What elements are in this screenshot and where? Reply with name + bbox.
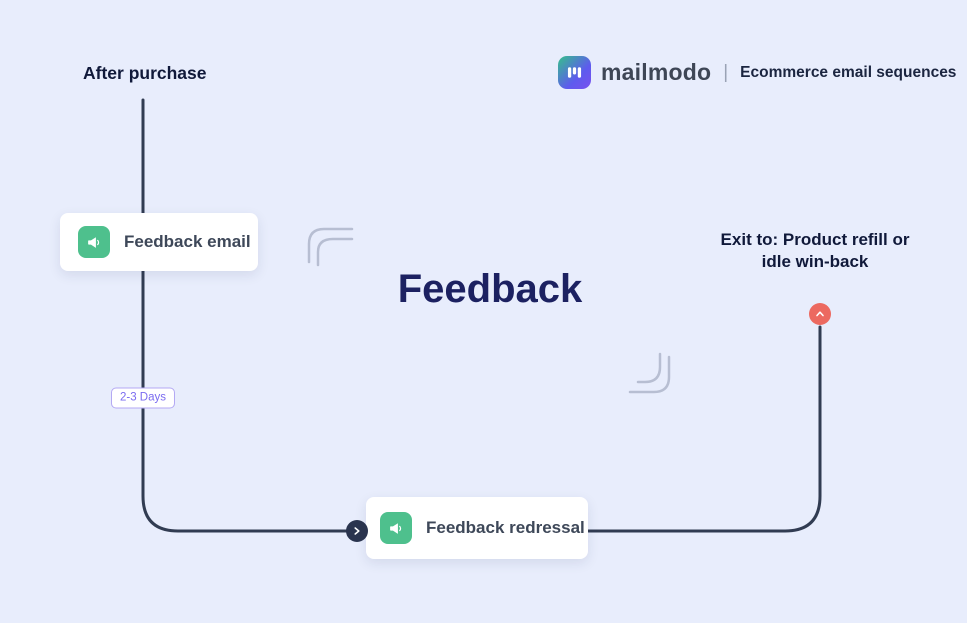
node-feedback-email[interactable]: Feedback email [60,213,258,271]
flow-title: Feedback [397,267,583,311]
entry-label: After purchase [83,63,207,83]
exit-connector-line [586,325,822,533]
chevron-right-port[interactable] [346,520,368,542]
megaphone-icon [380,512,412,544]
chevron-right-icon [354,527,360,535]
chevron-up-exit-port[interactable] [809,303,831,325]
logo-m-glyph [567,67,582,78]
header-divider: | [723,61,729,83]
exit-label: Exit to: Product refill or idle win-back [720,230,910,272]
decorative-corner-top-left-inner [316,237,354,267]
entry-connector-line [141,98,348,533]
mailmodo-logo-icon [558,56,591,89]
node-feedback-redressal[interactable]: Feedback redressal [366,497,588,559]
node-label: Feedback redressal [426,518,585,537]
chevron-up-icon [816,311,824,317]
decorative-corner-bottom-right [628,355,671,394]
node-label: Feedback email [124,232,251,251]
header-subtitle: Ecommerce email sequences [740,63,957,81]
brand-wordmark: mailmodo [601,59,712,85]
megaphone-icon [78,226,110,258]
decorative-corner-top-left [307,227,354,264]
brand-header: mailmodo | Ecommerce email sequences [558,56,956,89]
delay-badge[interactable]: 2-3 Days [110,387,176,409]
decorative-corner-bottom-right-inner [636,352,662,384]
